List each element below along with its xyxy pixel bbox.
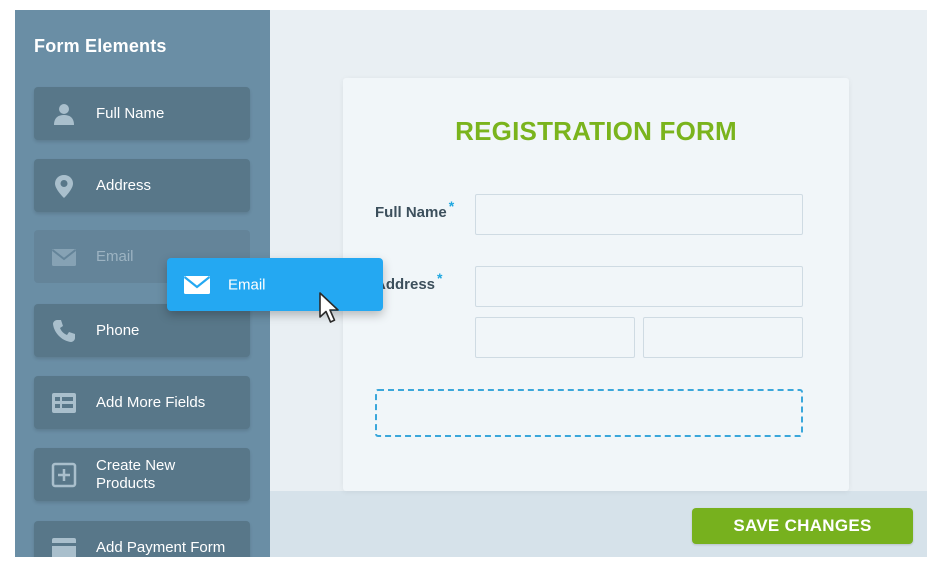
- fields-list-icon: [52, 392, 76, 413]
- map-pin-icon: [55, 174, 73, 198]
- envelope-icon: [51, 248, 77, 266]
- sidebar-item-full-name[interactable]: Full Name: [34, 87, 250, 140]
- plus-square-icon: [51, 462, 77, 487]
- sidebar-item-create-new-products[interactable]: Create New Products: [34, 448, 250, 501]
- sidebar-item-label: Email: [96, 247, 134, 265]
- envelope-icon: [183, 276, 211, 294]
- sidebar-item-label: Add More Fields: [96, 393, 206, 411]
- sidebar-item-label: Full Name: [96, 104, 165, 122]
- sidebar-title: Form Elements: [34, 36, 167, 56]
- save-changes-button[interactable]: SAVE CHANGES: [692, 508, 913, 544]
- sidebar-item-add-payment-form[interactable]: Add Payment Form: [34, 521, 250, 557]
- address-line-input[interactable]: [475, 266, 803, 307]
- sidebar-item-label: Add Payment Form: [96, 538, 226, 556]
- sidebar-item-add-more-fields[interactable]: Add More Fields: [34, 376, 250, 429]
- dragging-element-label: Email: [228, 276, 266, 293]
- mouse-pointer-icon: [319, 292, 339, 323]
- required-mark: *: [448, 198, 455, 214]
- form-builder-app: Form Elements Full Name Address Email: [15, 10, 927, 557]
- dragging-email-element[interactable]: Email: [167, 258, 383, 311]
- sidebar-item-address[interactable]: Address: [34, 159, 250, 212]
- payment-form-icon: [52, 537, 76, 557]
- address-zip-input[interactable]: [643, 317, 803, 358]
- field-drop-zone[interactable]: [375, 389, 803, 437]
- form-title: REGISTRATION FORM: [455, 116, 737, 146]
- full-name-label: Full Name*: [375, 198, 455, 221]
- required-mark: *: [437, 270, 443, 286]
- sidebar-item-label: Create New Products: [96, 456, 176, 492]
- phone-icon: [53, 319, 75, 342]
- address-label: Address*: [375, 270, 443, 293]
- sidebar-item-label: Phone: [96, 321, 140, 339]
- address-city-input[interactable]: [475, 317, 635, 358]
- sidebar-item-label: Address: [96, 176, 152, 194]
- sidebar-item-phone[interactable]: Phone: [34, 304, 250, 357]
- person-icon: [54, 103, 74, 125]
- form-canvas: REGISTRATION FORM Full Name* Address*: [343, 78, 849, 491]
- full-name-input[interactable]: [475, 194, 803, 235]
